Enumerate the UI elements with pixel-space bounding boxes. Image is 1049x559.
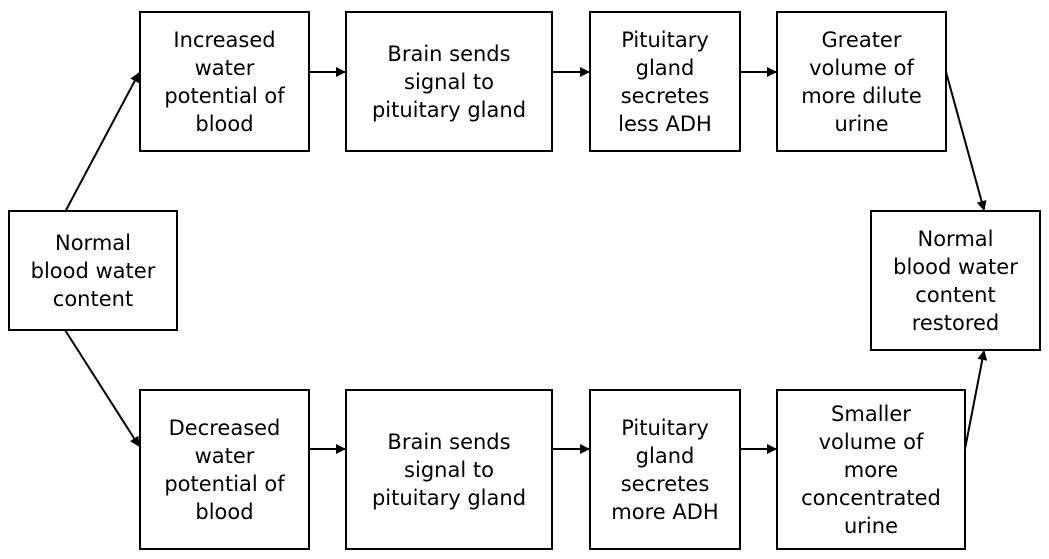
box-decreased-water-potential: Decreased water potential of blood	[139, 389, 310, 550]
box-concentrated-urine-label: Smaller volume of more concentrated urin…	[801, 401, 941, 538]
box-less-adh-label: Pituitary gland secretes less ADH	[618, 27, 712, 136]
arrow-start-to-decreased	[64, 329, 140, 447]
box-more-adh-label: Pituitary gland secretes more ADH	[611, 415, 719, 524]
arrow-start-to-increased	[64, 72, 140, 213]
box-concentrated-urine: Smaller volume of more concentrated urin…	[776, 389, 966, 550]
box-more-adh: Pituitary gland secretes more ADH	[589, 389, 741, 550]
box-brain-signal-top-label: Brain sends signal to pituitary gland	[371, 41, 527, 122]
box-less-adh: Pituitary gland secretes less ADH	[589, 11, 741, 152]
box-normal-blood-water-label: Normal blood water content	[30, 230, 156, 311]
arrow-greater-to-restored	[945, 71, 987, 211]
box-increased-water-potential: Increased water potential of blood	[139, 11, 310, 152]
box-decreased-water-potential-label: Decreased water potential of blood	[164, 415, 285, 524]
box-brain-signal-bottom-label: Brain sends signal to pituitary gland	[371, 429, 527, 510]
box-dilute-urine: Greater volume of more dilute urine	[776, 11, 947, 152]
box-normal-restored: Normal blood water content restored	[870, 210, 1041, 351]
box-brain-signal-bottom: Brain sends signal to pituitary gland	[345, 389, 553, 550]
box-normal-restored-label: Normal blood water content restored	[893, 226, 1018, 335]
box-increased-water-potential-label: Increased water potential of blood	[164, 27, 285, 136]
box-normal-blood-water: Normal blood water content	[8, 210, 178, 331]
box-brain-signal-top: Brain sends signal to pituitary gland	[345, 11, 553, 152]
arrow-smaller-to-restored	[964, 350, 988, 450]
box-dilute-urine-label: Greater volume of more dilute urine	[801, 27, 922, 136]
